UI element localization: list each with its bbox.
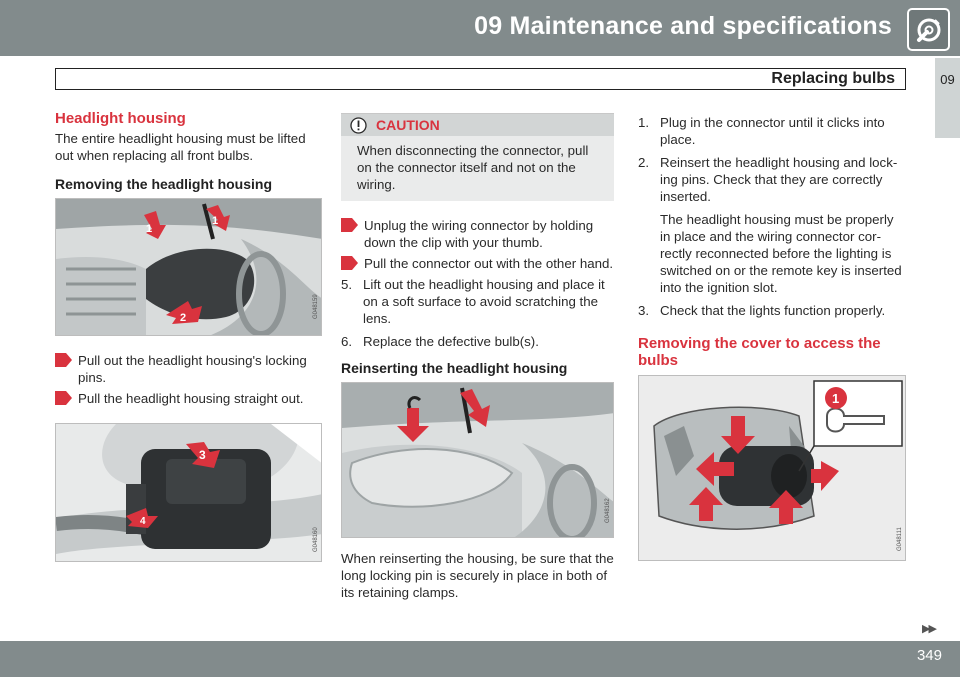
chapter-side-tab-label: 09 — [940, 72, 955, 87]
heading-headlight-housing: Headlight housing — [55, 110, 186, 127]
caution-text: When disconnecting the connector, pull o… — [357, 143, 589, 192]
step-text: Pull out the headlight housing's locking… — [78, 353, 307, 385]
caution-box: CAUTION When disconnecting the connector… — [341, 113, 614, 201]
figure-removing-housing: 1 1 2 G048159 — [55, 198, 322, 336]
figure-removing-cover: 1 G048111 — [638, 375, 906, 561]
step-text: Plug in the connector until it clicks in… — [660, 115, 885, 147]
intro-paragraph: The entire headlight housing must be lif… — [55, 131, 306, 163]
step-item: Pull the connector out with the other ha… — [341, 255, 614, 272]
chapter-title: 09 Maintenance and specifications — [474, 12, 892, 40]
subheading-removing-housing: Removing the headlight housing — [55, 176, 272, 192]
svg-text:3: 3 — [199, 448, 206, 462]
step-number: 6. — [341, 334, 353, 349]
step-text: Pull the connector out with the other ha… — [364, 256, 614, 271]
svg-text:2: 2 — [180, 312, 186, 324]
step-number: 1. — [638, 115, 650, 130]
svg-text:1: 1 — [832, 391, 839, 406]
step-text: Lift out the headlight housing and place… — [363, 277, 605, 326]
figure-code: G048160 — [313, 527, 319, 552]
caution-header: CAUTION — [341, 114, 614, 136]
numbered-step: 1. Plug in the connector until it clicks… — [638, 114, 906, 148]
figure-code: G048111 — [897, 527, 903, 551]
section-title: Replacing bulbs — [771, 70, 895, 87]
figure-code: G048162 — [605, 498, 611, 523]
step-marker-3-icon — [341, 218, 358, 232]
step-number: 2. — [638, 155, 650, 170]
footer-bar — [0, 641, 960, 677]
step-item: Pull the headlight housing straight out. — [55, 390, 322, 407]
heading-removing-cover: Removing the cover to access the bulbs — [638, 335, 881, 369]
wiring-connector-illustration: 3 4 — [56, 424, 321, 561]
headlight-cover-illustration: 1 — [639, 376, 905, 560]
step-text: Replace the defective bulb(s). — [363, 334, 539, 349]
step-text: Pull the headlight housing straight out. — [78, 391, 304, 406]
step-number: 5. — [341, 277, 353, 292]
step-marker-1-icon — [55, 353, 72, 367]
numbered-step: 2. Reinsert the headlight housing and lo… — [638, 154, 906, 296]
step-text: Reinsert the headlight housing and lock-… — [660, 155, 898, 204]
figure-code: G048159 — [313, 294, 319, 319]
step-item: Unplug the wiring connector by holding d… — [341, 217, 614, 251]
numbered-step: 6. Replace the defective bulb(s). — [341, 333, 614, 350]
column-right: 1. Plug in the connector until it clicks… — [638, 114, 906, 561]
wrench-gear-icon — [907, 8, 950, 51]
figure-reinserting-housing: G048162 — [341, 382, 614, 538]
numbered-step: 5. Lift out the headlight housing and pl… — [341, 276, 614, 327]
column-middle: CAUTION When disconnecting the connector… — [341, 113, 614, 601]
chapter-side-tab[interactable] — [935, 58, 960, 138]
column-left: Headlight housing The entire headlight h… — [55, 110, 322, 562]
section-title-bar: Replacing bulbs — [55, 68, 906, 90]
step-number: 3. — [638, 303, 650, 318]
step-marker-2-icon — [55, 391, 72, 405]
closing-paragraph: When reinserting the housing, be sure th… — [341, 551, 614, 600]
numbered-step: 3. Check that the lights function proper… — [638, 302, 906, 319]
step-text: Check that the lights function properly. — [660, 303, 886, 318]
headlight-housing-illustration: 1 1 2 — [56, 199, 321, 335]
step-text: Unplug the wiring connector by holding d… — [364, 218, 594, 250]
figure-connector: 3 4 G048160 — [55, 423, 322, 562]
step-note: The headlight housing must be properly i… — [660, 212, 902, 295]
svg-text:1: 1 — [146, 223, 152, 235]
next-page-arrow-icon[interactable]: ▶▶ — [922, 623, 937, 635]
headlight-reinsert-illustration — [342, 383, 613, 537]
warning-icon — [350, 116, 367, 134]
step-marker-4-icon — [341, 256, 358, 270]
subheading-reinserting-housing: Reinserting the headlight housing — [341, 360, 568, 376]
chapter-header-bar — [0, 0, 960, 56]
svg-text:1: 1 — [212, 215, 218, 227]
caution-title: CAUTION — [376, 117, 440, 133]
step-item: Pull out the headlight housing's locking… — [55, 352, 322, 386]
page-number: 349 — [916, 647, 942, 664]
svg-text:4: 4 — [140, 516, 146, 527]
